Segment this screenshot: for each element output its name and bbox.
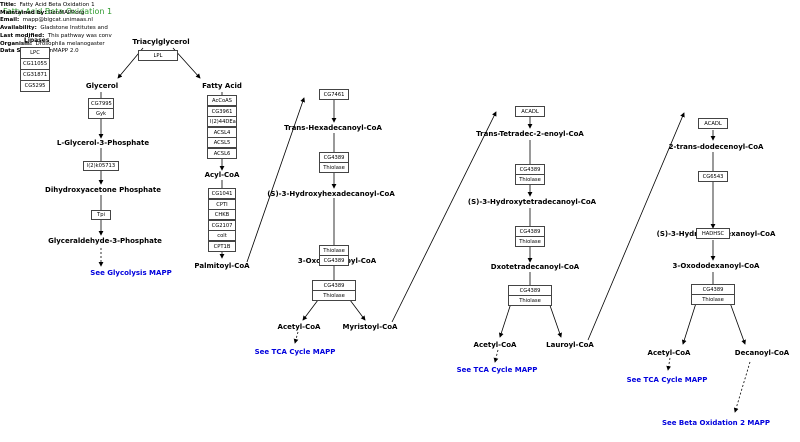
info-organism-row: Organism: Drosophila melanogaster (0, 40, 105, 47)
metabolite-decanoyl-coa: Decanoyl-CoA (734, 349, 790, 357)
metabolite-dxotetradecanoyl-coa: Dxotetradecanoyl-CoA (490, 263, 580, 271)
tca-cycle-mapp-link[interactable]: See TCA Cycle MAPP (456, 366, 538, 374)
reaction-line (302, 299, 319, 321)
gene-box[interactable]: HADHSC (696, 228, 730, 239)
reaction-line (666, 357, 672, 371)
metabolite-3-oxododexanoyl-coa: 3-Oxododexanoyl-CoA (672, 262, 760, 270)
reaction-line (733, 361, 751, 413)
metabolite-glycerol: Glycerol (85, 82, 119, 90)
gene-box[interactable]: CPT1B (208, 240, 236, 252)
glycolysis-mapp-link[interactable]: See Glycolysis MAPP (90, 269, 172, 277)
metabolite-acetyl-coa: Acetyl-CoA (473, 341, 517, 349)
gene-box[interactable]: Thiolase (312, 290, 356, 301)
gene-box[interactable]: CG5295 (20, 80, 50, 92)
overlapping-title-text: Fatty Acid Beta Oxidation 1 (3, 7, 113, 16)
reaction-line (587, 112, 685, 341)
metabolite-palmitoyl-coa: Palmitoyl-CoA (194, 262, 250, 270)
metabolite-s3-hydroxyhexadecanoyl-coa: (S)-3-Hydroxyhexadecanoyl-CoA (267, 190, 395, 198)
gene-box[interactable]: Gyk (88, 108, 114, 119)
metabolite-fatty-acid: Fatty Acid (202, 82, 242, 90)
metabolite-trans-hexadecanoyl-coa: Trans-Hexadecanoyl-CoA (284, 124, 382, 132)
metabolite-myristoyl-coa: Myristoyl-CoA (342, 323, 398, 331)
lipases-title: Lipases (24, 37, 50, 44)
gene-box[interactable]: Thiolase (691, 294, 735, 305)
info-email-row: Email: mapp@bigcat.unimaas.nl (0, 17, 93, 24)
info-availability-row: Availability: Gladstone Institutes and (0, 25, 108, 32)
metabolite-l-glycerol-3-phosphate: L-Glycerol-3-Phosphate (56, 139, 150, 147)
metabolite-s3-hydroxytetradecanoyl-coa: (S)-3-Hydroxytetradecanoyl-CoA (467, 198, 597, 206)
gene-box[interactable]: LPL (138, 50, 178, 61)
reaction-line (493, 349, 499, 363)
gene-box[interactable]: Thiolase (515, 236, 545, 247)
gene-box[interactable]: CG4389 (319, 255, 349, 266)
gene-box[interactable]: ACADL (515, 106, 545, 117)
metabolite-acyl-coa: Acyl-CoA (204, 171, 240, 179)
gene-box[interactable]: Thiolase (515, 174, 545, 185)
reaction-line (349, 299, 366, 321)
gene-box[interactable]: Thiolase (508, 295, 552, 306)
metabolite-triacylglycerol: Triacylglycerol (132, 38, 190, 46)
reaction-line (728, 299, 746, 345)
beta-oxidation-2-mapp-link[interactable]: See Beta Oxidation 2 MAPP (661, 419, 771, 427)
reaction-line (293, 331, 299, 344)
tca-cycle-mapp-link[interactable]: See TCA Cycle MAPP (254, 348, 336, 356)
metabolite-acetyl-coa: Acetyl-CoA (647, 349, 691, 357)
metabolite-dihydroxyacetone-phosphate: Dihydroxyacetone Phosphate (45, 186, 161, 194)
gene-box[interactable]: Tpi (91, 210, 111, 220)
gene-box[interactable]: CG6543 (698, 171, 728, 182)
reaction-line (681, 299, 698, 345)
info-title-row: Title: Fatty Acid Beta Oxidation 1 (0, 2, 95, 8)
tca-cycle-mapp-link[interactable]: See TCA Cycle MAPP (626, 376, 708, 384)
metabolite-trans-tetradec-2-enoyl-coa: Trans-Tetradec-2-enoyl-CoA (476, 130, 584, 138)
gene-box[interactable]: l(2)k05713 (83, 161, 119, 171)
info-maintainer-row: Maintained by: GenMAPP.org (0, 9, 85, 16)
metabolite-acetyl-coa: Acetyl-CoA (277, 323, 321, 331)
metabolite-glyceraldehyde-3-phosphate: Glyceraldehyde-3-Phosphate (48, 237, 162, 245)
metabolite-lauroyl-coa: Lauroyl-CoA (546, 341, 594, 349)
info-datasource-row: Data Source: GenMAPP 2.0 (0, 48, 79, 55)
gene-box[interactable]: ACSL6 (207, 147, 237, 159)
reaction-line (246, 97, 305, 263)
gene-box[interactable]: CG7461 (319, 89, 349, 100)
gene-box[interactable]: Thiolase (319, 162, 349, 173)
pathway-info-panel: Title: Fatty Acid Beta Oxidation 1 Maint… (0, 2, 112, 56)
metabolite-2-trans-dodecenoyl-coa: 2-trans-dodecenoyl-CoA (668, 143, 764, 151)
info-modified-row: Last modified: This pathway was conv (0, 32, 112, 39)
reaction-line (391, 111, 497, 323)
gene-box[interactable]: ACADL (698, 118, 728, 129)
